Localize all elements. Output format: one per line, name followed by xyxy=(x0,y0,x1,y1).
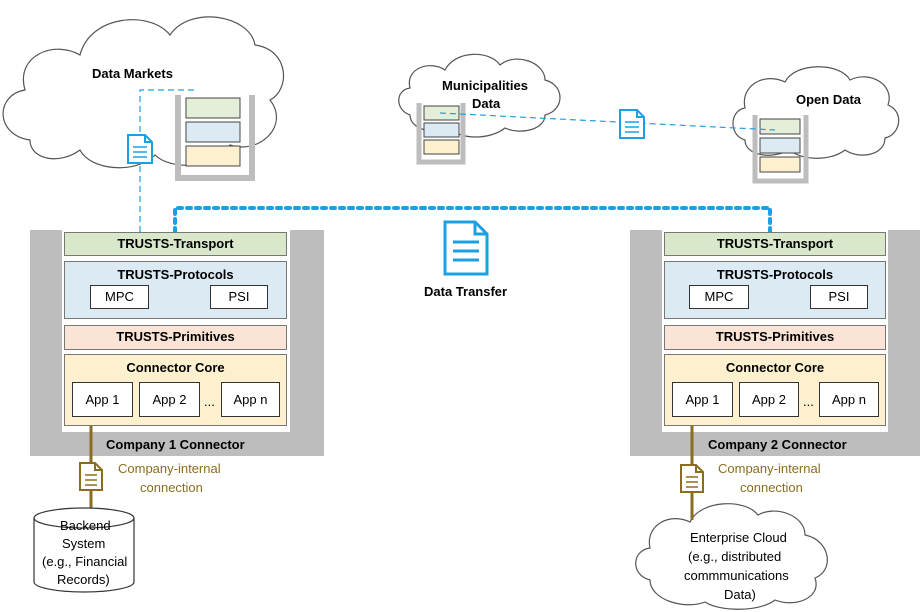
internal-connection-label-1: Company-internal xyxy=(118,461,221,476)
municipal-open-dashed-link xyxy=(439,112,776,131)
enterprise-label-4: Data) xyxy=(724,587,756,602)
app-2-box: App 2 xyxy=(139,382,200,417)
data-transfer-document-icon xyxy=(443,220,489,276)
apps-ellipsis: ... xyxy=(204,394,215,409)
enterprise-cloud xyxy=(635,503,828,610)
enterprise-label-2: (e.g., distributed xyxy=(688,549,782,564)
psi-box: PSI xyxy=(810,285,868,309)
protocols-title: TRUSTS-Protocols xyxy=(117,267,234,282)
enterprise-label-1: Enterprise Cloud xyxy=(690,530,787,545)
document-icon xyxy=(619,109,645,139)
internal-document-icon xyxy=(79,462,103,491)
transport-layer: TRUSTS-Transport xyxy=(664,232,886,256)
enterprise-label-3: commmunications xyxy=(684,568,789,583)
data-markets-storage xyxy=(175,95,255,181)
apps-ellipsis: ... xyxy=(803,394,814,409)
app-2-box: App 2 xyxy=(739,382,799,417)
primitives-layer: TRUSTS-Primitives xyxy=(64,325,287,350)
company2-frame xyxy=(630,230,920,456)
mpc-box: MPC xyxy=(689,285,749,309)
municipalities-storage xyxy=(416,103,466,165)
company1-frame xyxy=(30,230,324,456)
backend-cylinder xyxy=(33,507,135,593)
municipalities-label: Municipalities xyxy=(442,78,528,93)
internal-connection-label-1b: connection xyxy=(140,480,203,495)
municipalities-label-2: Data xyxy=(472,96,501,111)
app-1-box: App 1 xyxy=(72,382,133,417)
mpc-box: MPC xyxy=(90,285,149,309)
psi-box: PSI xyxy=(210,285,268,309)
backend-label-4: Records) xyxy=(57,572,110,587)
company2-connector-label: Company 2 Connector xyxy=(708,437,847,452)
internal-document-icon xyxy=(680,464,704,493)
company1-connector-label: Company 1 Connector xyxy=(106,437,245,452)
data-markets-label: Data Markets xyxy=(92,66,173,81)
internal-connection-label-2: Company-internal xyxy=(718,461,821,476)
app-n-box: App n xyxy=(221,382,280,417)
markets-dashed-link xyxy=(139,89,195,232)
primitives-layer: TRUSTS-Primitives xyxy=(664,325,886,350)
transport-layer: TRUSTS-Transport xyxy=(64,232,287,256)
data-transfer-label: Data Transfer xyxy=(424,284,508,299)
backend-label-2: System xyxy=(62,536,106,551)
app-n-box: App n xyxy=(819,382,879,417)
open-data-label: Open Data xyxy=(796,92,862,107)
open-data-storage xyxy=(752,115,809,184)
app-1-box: App 1 xyxy=(672,382,733,417)
data-transfer-link xyxy=(173,206,772,234)
core-title: Connector Core xyxy=(126,360,225,375)
backend-label-3: (e.g., Financial xyxy=(42,554,128,569)
document-icon xyxy=(127,134,153,164)
internal-connection-label-2b: connection xyxy=(740,480,803,495)
core-title: Connector Core xyxy=(725,360,825,375)
open-data-cloud xyxy=(732,66,900,159)
backend-label-1: Backend xyxy=(60,518,111,533)
protocols-title: TRUSTS-Protocols xyxy=(716,267,834,282)
